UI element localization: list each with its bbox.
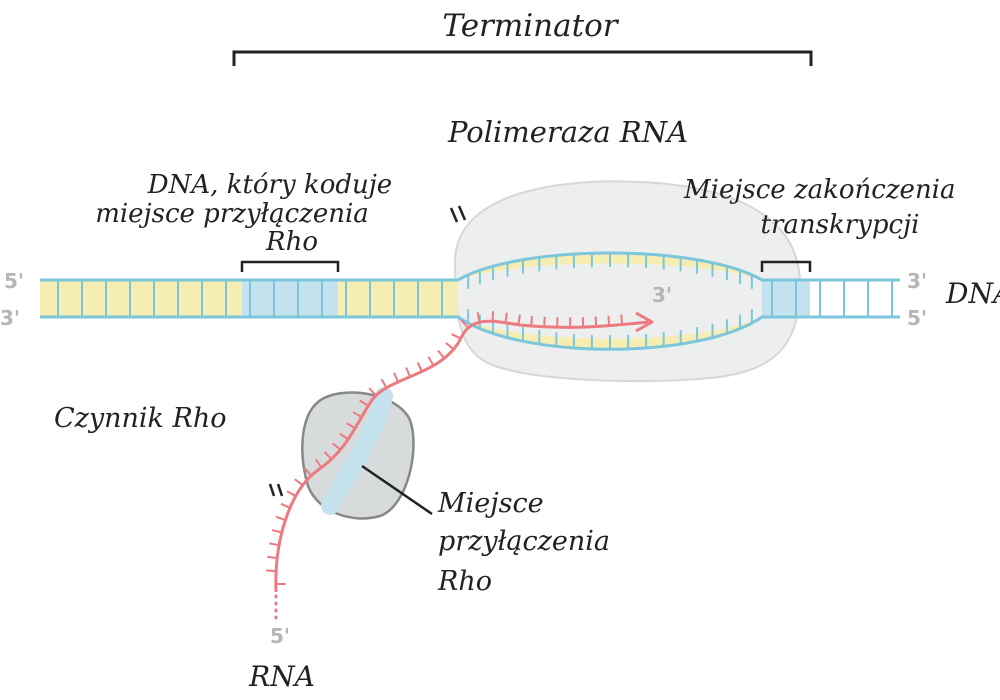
dna-top-strand	[40, 251, 900, 282]
dna-termination-site-region	[762, 280, 810, 317]
rna-base	[517, 314, 521, 325]
rna-base	[359, 399, 369, 407]
terminator-bracket	[232, 50, 813, 66]
rna-base	[530, 315, 533, 327]
termination-site-label-line2: transkrypcji	[761, 210, 920, 240]
dna-top-left-end: 5'	[4, 269, 24, 293]
rho-site-pointer	[361, 464, 433, 516]
termination-site-bracket	[760, 260, 812, 272]
rna-base	[476, 312, 481, 323]
dna-bottom-right-end: 5'	[907, 306, 927, 330]
rna-polymerase	[453, 180, 802, 383]
dna-base-pairs	[57, 280, 893, 317]
dna-bottom-strand	[40, 315, 900, 351]
rna-base	[416, 362, 423, 372]
rna-base	[437, 349, 446, 359]
rna-bases	[266, 311, 624, 586]
dna-rut-region	[242, 280, 338, 317]
dna-top-right-end: 3'	[907, 269, 927, 293]
rna-base	[405, 367, 411, 378]
rna-arrowhead	[635, 311, 654, 333]
bubble-top-fill	[458, 253, 762, 280]
rna-base	[368, 387, 377, 397]
rna-base	[607, 315, 611, 326]
rna-growing-end: 3'	[652, 283, 672, 307]
rut-dna-bracket	[240, 260, 340, 272]
rna-base	[269, 542, 280, 547]
rna-base	[271, 529, 283, 534]
rna-base	[267, 555, 278, 560]
rna-base	[266, 569, 277, 573]
rna-base	[620, 314, 624, 325]
rna-base	[504, 312, 508, 323]
rna-base	[332, 442, 342, 451]
rho-site-label-line2: przyłączenia	[438, 526, 610, 557]
rna-base	[427, 356, 435, 367]
rna-base	[275, 515, 286, 521]
termination-site-label-line1: Miejsce zakończenia	[683, 175, 956, 205]
rna-base	[451, 333, 462, 340]
motion-mark-polymerase	[449, 205, 467, 223]
rna-base	[339, 432, 349, 441]
rna-base	[352, 411, 363, 418]
rna-base	[323, 451, 333, 460]
dna-label: DNA	[945, 277, 1000, 310]
polymerase-label: Polimeraza RNA	[447, 115, 688, 149]
rut-dna-label-line2: miejsce przyłączenia	[95, 199, 369, 229]
rho-site-label-line3: Rho	[437, 566, 492, 597]
bubble-bases	[467, 253, 753, 350]
rna-base	[445, 342, 455, 351]
motion-mark-rho	[268, 483, 284, 497]
rna-label: RNA	[248, 660, 315, 693]
rna-base	[380, 378, 388, 389]
rna-base	[346, 422, 356, 430]
dna-strands	[40, 251, 900, 351]
rna-base	[460, 319, 469, 329]
rho-factor-label: Czynnik Rho	[54, 403, 226, 434]
rna-base	[294, 478, 304, 487]
rho-site-label-line1: Miejsce	[437, 488, 544, 519]
terminator-label: Terminator	[442, 8, 619, 44]
rut-dna-label-line3: Rho	[265, 227, 318, 257]
rna-base	[393, 372, 399, 383]
rna-free-end: 5'	[270, 624, 290, 648]
bubble-bottom-fill	[458, 317, 762, 350]
rho-rut-region	[321, 387, 393, 515]
rna-base	[594, 316, 598, 327]
rna-base	[314, 458, 323, 469]
rna-base	[303, 467, 313, 477]
dna-bottom-left-end: 3'	[0, 306, 20, 330]
rna-strand	[274, 319, 649, 593]
rna-base	[280, 502, 291, 509]
rna-base	[286, 490, 297, 498]
rna-base	[491, 311, 495, 322]
rut-dna-label-line1: DNA, który koduje	[147, 170, 392, 200]
